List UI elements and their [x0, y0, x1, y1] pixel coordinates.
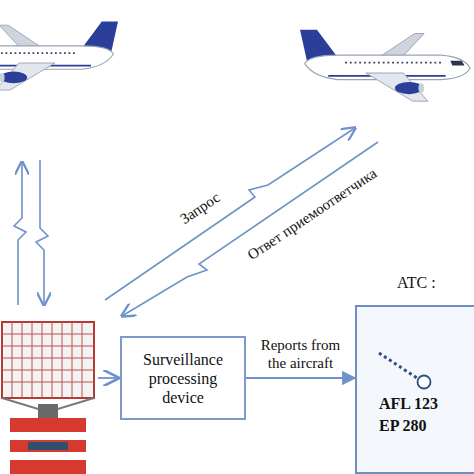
- edge-label: Reports from the aircraft: [259, 336, 343, 372]
- radar-to-processor-arrow: [98, 377, 118, 379]
- flight-level: EP 280: [379, 415, 474, 437]
- report-arrow: [246, 377, 355, 379]
- flight-label: AFL 123: [379, 393, 474, 415]
- track-symbol: [357, 307, 457, 397]
- radar-antenna: [2, 322, 94, 474]
- request-label: Запрос: [177, 188, 224, 228]
- radio-link-down: [36, 160, 48, 305]
- process-text: Surveillance processing device: [132, 350, 234, 407]
- radio-link-up: [14, 162, 26, 305]
- edge-label-holder: Reports from the aircraft: [259, 336, 343, 372]
- reply-label-holder: Ответ приемоответчика: [244, 164, 380, 264]
- display-heading: ATC :: [397, 273, 474, 293]
- right-airplane: [300, 30, 470, 101]
- left-airplane: [0, 22, 118, 90]
- atc-display: ATC :AFL 123EP 280: [355, 305, 474, 474]
- reply-label: Ответ приемоответчика: [244, 164, 380, 264]
- request-label-holder: Запрос: [177, 188, 224, 228]
- process-box: Surveillance processing device: [120, 336, 246, 420]
- reply-link: [122, 142, 378, 316]
